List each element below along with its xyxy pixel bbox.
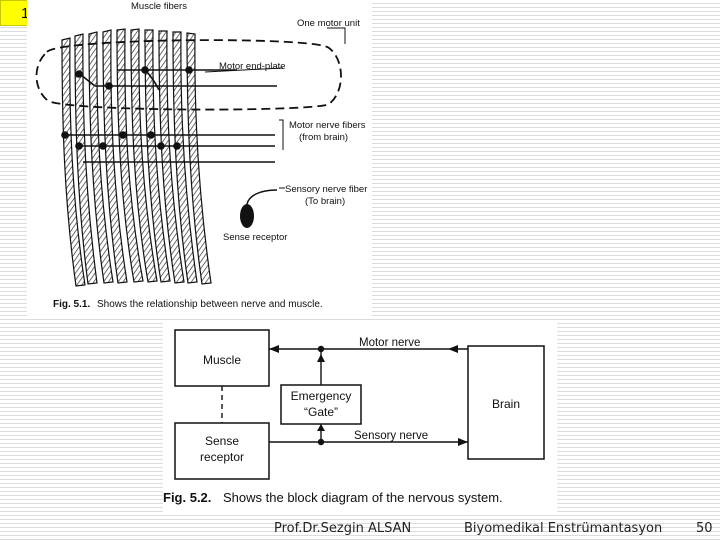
figure2-caption-text: Shows the block diagram of the nervous s…	[223, 490, 503, 505]
label-sensory-1: Sensory nerve fiber	[285, 184, 367, 195]
label-motor-nerve: Motor nerve	[359, 337, 420, 349]
block-sense-label-2: receptor	[200, 450, 244, 464]
label-leaders	[204, 27, 346, 189]
block-brain	[467, 345, 545, 460]
label-motor-nerve-1: Motor nerve fibers	[289, 120, 366, 131]
label-motor-nerve-2: (from brain)	[299, 132, 348, 143]
label-sensory-2: (To brain)	[305, 196, 345, 207]
label-sense-receptor: Sense receptor	[223, 232, 287, 243]
block-muscle-label: Muscle	[203, 353, 241, 367]
motor-unit-outline	[35, 39, 342, 111]
block-gate-label-2: “Gate”	[304, 405, 338, 419]
muscle-fibers	[61, 28, 212, 287]
label-motor-unit: One motor unit	[297, 18, 360, 29]
figure-nerve-muscle: Muscle fibers One motor unit Motor end-p…	[27, 0, 372, 316]
block-gate-label-1: Emergency	[291, 389, 352, 403]
sense-receptor-shape	[240, 204, 254, 228]
motor-end-plates	[61, 66, 193, 150]
footer-course: Biyomedikal Enstrümantasyon	[464, 521, 663, 536]
junction-dots	[317, 345, 325, 446]
footer-page-number: 50	[696, 521, 713, 536]
label-end-plate: Motor end-plate	[219, 61, 286, 72]
label-sensory-nerve: Sensory nerve	[354, 430, 428, 442]
arrowheads	[269, 345, 468, 446]
label-muscle-fibers: Muscle fibers	[131, 1, 187, 12]
figure-nervous-system-block: Muscle Sense receptor Brain Emergency “G…	[163, 323, 557, 513]
block-sense-label-1: Sense	[205, 434, 239, 448]
block-brain-label: Brain	[492, 397, 520, 411]
figure1-caption-number: Fig. 5.1.	[53, 299, 90, 310]
figure1-caption-text: Shows the relationship between nerve and…	[97, 299, 323, 310]
footer-author: Prof.Dr.Sezgin ALSAN	[274, 521, 412, 536]
figure2-caption-number: Fig. 5.2.	[163, 490, 211, 505]
